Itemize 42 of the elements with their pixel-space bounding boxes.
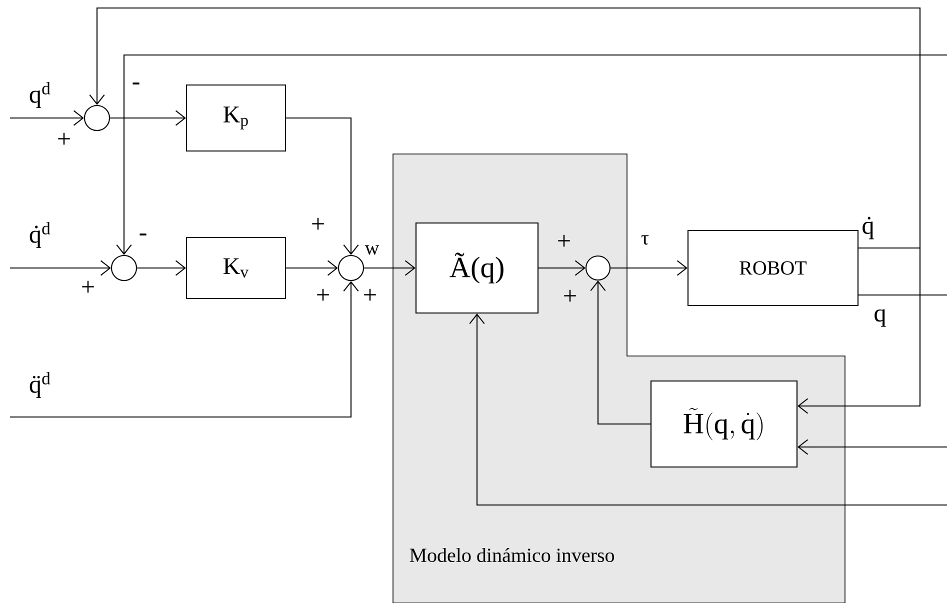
signal-label: q$^{d}$ [30,82,50,108]
edge-label: w [363,244,381,256]
signal-arrow [469,314,947,506]
signal-label: q [874,309,886,327]
signal-arrow [10,281,359,418]
sign-label: + [312,218,324,230]
signal-arrow [798,248,921,414]
sign-label: + [558,234,570,247]
signal-line [858,247,920,249]
signal-arrow [10,260,111,276]
signal-arrow [798,439,947,455]
signal-label: q̇$^{d}$ [30,222,50,248]
signal-arrow [286,117,359,255]
gain-box: K$_{p}$ [186,84,286,152]
signal-arrow [590,280,650,425]
sign-label: - [132,82,140,84]
summing-junction [585,255,611,281]
signal-arrow [110,110,186,126]
signal-arrow [286,260,338,276]
summing-junction [84,104,110,132]
sign-label: + [82,280,94,293]
sign-label: + [58,132,70,145]
signal-arrow [364,260,416,276]
summing-junction [110,254,138,282]
model-box: Ã(q) [415,222,539,314]
signal-arrow [538,260,586,276]
model-box: $\tilde{\mathrm{H}}(\mathrm{q},\dot{\mathrm{q}})$ [650,380,798,468]
signal-arrow [116,54,947,255]
summing-junction [338,254,364,282]
plant-box: ROBOT [687,230,859,306]
signal-arrow [10,110,84,126]
signal-label: q̇ [862,216,874,240]
signal-label: q̈$^{d}$ [30,372,50,398]
signal-arrow [89,7,921,248]
sign-label: - [140,234,146,236]
sign-label: + [564,290,576,302]
sign-label: + [364,288,376,301]
signal-arrow [137,260,186,276]
signal-arrow [610,260,688,276]
gain-box: K$_{v}$ [186,236,286,300]
edge-label: τ [640,234,650,246]
sign-label: + [317,288,329,301]
